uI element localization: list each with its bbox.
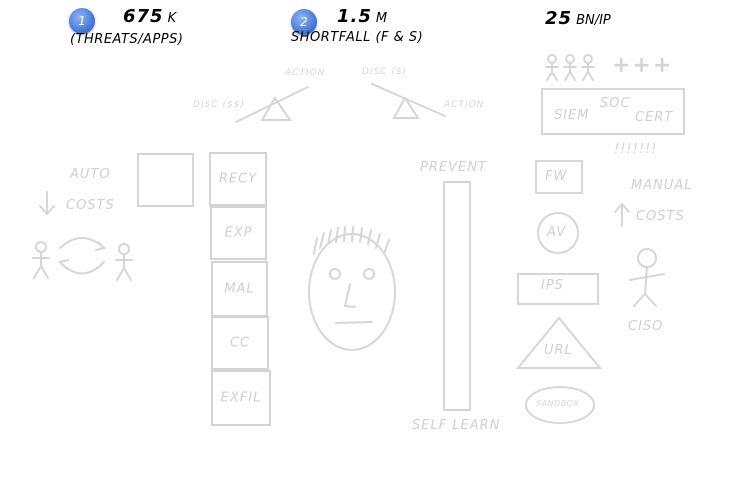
auto-label: AUTO <box>70 167 111 182</box>
right-scale-top-label: DISC ($) <box>362 67 408 77</box>
left-scale-fulcrum <box>260 96 292 121</box>
self-learn-label: SELF LEARN <box>412 418 501 433</box>
ips-box <box>517 273 599 305</box>
ciso-label: CISO <box>628 319 664 334</box>
prevent-label: PREVENT <box>420 160 487 175</box>
killchain-label-exfil: EXFIL <box>220 390 262 406</box>
prevent-bar <box>443 181 471 411</box>
metric-2-label: SHORTFALL (F & S) <box>291 30 424 45</box>
left-scale-side-label: DISC ($$) <box>193 100 245 110</box>
killchain-box-recy: RECY <box>209 152 267 206</box>
fw-box <box>535 160 583 194</box>
alerts-label: !!!!!!! <box>614 142 658 157</box>
metric-3-unit: BN/IP <box>576 13 611 28</box>
face-hair <box>313 226 390 255</box>
killchain-box-cc: CC <box>211 316 269 370</box>
tool-label-fw: FW <box>545 169 568 184</box>
metric-1-unit: K <box>167 11 177 26</box>
team-plus-label: +++ <box>612 53 674 78</box>
right-scale-beam <box>371 83 446 117</box>
metric-1-badge: 1 <box>69 8 95 34</box>
face-outline <box>308 233 396 351</box>
right-costs-label: COSTS <box>636 209 685 224</box>
soc-label-soc: SOC <box>600 96 631 111</box>
metric-1-label: (THREATS/APPS) <box>70 32 184 47</box>
left-costs-label: COSTS <box>66 198 115 213</box>
metric-3-value: 25 <box>545 8 573 29</box>
killchain-label-cc: CC <box>229 335 251 351</box>
right-scale-fulcrum <box>392 96 420 119</box>
killchain-box-exp: EXP <box>210 206 267 260</box>
metric-2-unit: M <box>375 11 388 26</box>
tool-label-url: URL <box>544 343 573 358</box>
metric-1-value: 675 <box>123 6 164 27</box>
left-scale-top-label: ACTION <box>285 68 326 78</box>
av-circle <box>537 212 579 254</box>
killchain-box-mal: MAL <box>211 261 268 317</box>
url-triangle <box>515 316 603 369</box>
right-scale-side-label: ACTION <box>444 100 485 110</box>
soc-box <box>541 88 685 135</box>
soc-label-siem: SIEM <box>554 108 590 123</box>
killchain-label-recy: RECY <box>218 171 258 187</box>
tool-label-av: AV <box>547 225 567 240</box>
auto-box <box>137 153 194 207</box>
killchain-label-mal: MAL <box>224 281 255 297</box>
metric-2-value: 1.5 <box>337 6 372 27</box>
tool-label-sandbox: SANDBOX <box>536 399 580 408</box>
team-figures <box>545 54 595 81</box>
soc-label-cert: CERT <box>635 110 674 125</box>
tool-label-ips: IPS <box>541 278 564 293</box>
metric-2-badge: 2 <box>291 9 317 35</box>
killchain-label-exp: EXP <box>224 225 253 241</box>
manual-label: MANUAL <box>631 178 693 193</box>
sandbox-ellipse <box>525 386 595 424</box>
killchain-box-exfil: EXFIL <box>211 370 271 426</box>
cycle-arrow-top <box>59 237 105 249</box>
